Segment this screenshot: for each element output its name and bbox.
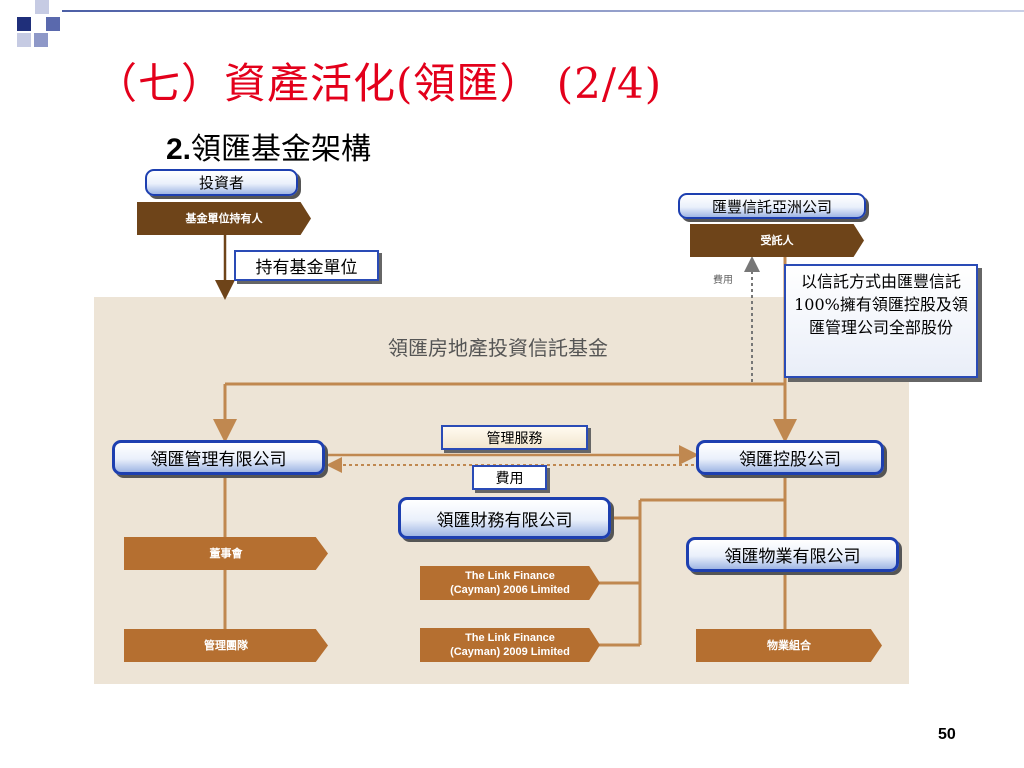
slide-title: （七）資產活化(領匯） (2/4) (95, 59, 663, 108)
holdings-box: 領匯控股公司 (696, 440, 884, 475)
page-number: 50 (938, 726, 956, 743)
trustee-banner: 受託人 (690, 224, 864, 257)
trustee-note: 以信託方式由匯豐信託100%擁有領匯控股及領匯管理公司全部股份 (784, 264, 978, 378)
fund-area (94, 297, 909, 684)
manager-box: 領匯管理有限公司 (112, 440, 325, 475)
subtitle-number: 2. (166, 133, 192, 166)
link-finance-2006-banner: The Link Finance (Cayman) 2006 Limited (420, 566, 600, 600)
properties-co-box: 領匯物業有限公司 (686, 537, 899, 572)
fund-name: 領匯房地產投資信託基金 (388, 336, 608, 360)
portfolio-banner: 物業組合 (696, 629, 882, 662)
mgmt-team-banner: 管理團隊 (124, 629, 328, 662)
unitholders-banner: 基金單位持有人 (137, 202, 311, 235)
header-rule (62, 10, 1024, 12)
trustee-company-box: 匯豐信託亞洲公司 (678, 193, 866, 219)
trustee-fee-label: 費用 (713, 275, 733, 286)
finance-box: 領匯財務有限公司 (398, 497, 611, 539)
subtitle-text: 領匯基金架構 (191, 132, 372, 167)
hold-units-label: 持有基金單位 (234, 250, 379, 281)
slide-subtitle: 2.領匯基金架構 (166, 124, 371, 168)
investor-box: 投資者 (145, 169, 298, 196)
management-services-label: 管理服務 (441, 425, 588, 450)
fee-label: 費用 (472, 465, 547, 490)
link-finance-2009-banner: The Link Finance (Cayman) 2009 Limited (420, 628, 600, 662)
board-banner: 董事會 (124, 537, 328, 570)
